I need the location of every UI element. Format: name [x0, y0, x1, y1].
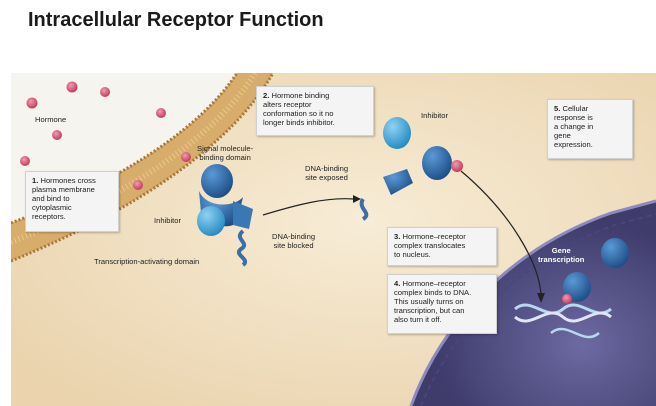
transcription-domain-label: Transcription-activating domain: [94, 257, 200, 266]
step-3-number: 3.: [394, 232, 401, 241]
dna-exposed-label-line-2: site exposed: [305, 173, 348, 182]
receptor-diagram: Hormone Signal molecule- binding domain …: [11, 73, 656, 406]
dna-helix: [514, 303, 612, 339]
inhibitor-left-label: Inhibitor: [154, 216, 182, 225]
hormone-label: Hormone: [35, 115, 67, 124]
gene-transcription-label: Gene transcription: [538, 246, 584, 264]
inhibitor-right-label: Inhibitor: [421, 111, 449, 120]
step-5-line-5: expression.: [554, 140, 593, 149]
receptor-active: [359, 117, 463, 221]
step-5-line-1: Cellular: [562, 104, 589, 113]
step-4-line-2: complex binds to DNA.: [394, 288, 472, 297]
receptor-inactive: [197, 164, 253, 267]
step-2-line-2: alters receptor: [263, 100, 312, 109]
step-1-line-4: cytoplasmic: [32, 203, 72, 212]
dna-exposed-label: DNA-binding site exposed: [305, 164, 348, 182]
dna-exposed-label-line-1: DNA-binding: [305, 164, 349, 173]
step-3-line-3: to nucleus.: [394, 250, 431, 259]
step-1-line-2: plasma membrane: [32, 185, 95, 194]
step-5-number: 5.: [554, 104, 561, 113]
dna-blocked-label: DNA-binding site blocked: [272, 232, 315, 250]
step-2-line-3: conformation so it no: [263, 109, 334, 118]
step-3-callout: 3. Hormone–receptor complex translocates…: [387, 227, 497, 266]
nucleus: [411, 201, 656, 406]
step-1-line-5: receptors.: [32, 212, 66, 221]
step-4-callout: 4. Hormone–receptor complex binds to DNA…: [387, 274, 497, 334]
step-3-line-2: complex translocates: [394, 241, 466, 250]
step-5-line-4: gene: [554, 131, 571, 140]
step-2-number: 2.: [263, 91, 270, 100]
step-2-line-4: longer binds inhibitor.: [263, 118, 335, 127]
receptor-on-dna: [562, 238, 629, 304]
step-4-line-3: This usually turns on: [394, 297, 464, 306]
step-4-line-1: Hormone–receptor: [402, 279, 466, 288]
gene-transcription-label-line-1: Gene: [551, 246, 571, 255]
hormone-molecules: [20, 81, 191, 190]
step-5-callout: 5. Cellular response is a change in gene…: [547, 99, 633, 159]
step-4-line-5: also turn it off.: [394, 315, 442, 324]
dna-blocked-label-line-2: site blocked: [273, 241, 314, 250]
step-3-line-1: Hormone–receptor: [402, 232, 466, 241]
step-2-line-1: Hormone binding: [271, 91, 330, 100]
signal-domain-label-line-1: Signal molecule-: [197, 144, 254, 153]
step-1-line-3: and bind to: [32, 194, 70, 203]
step-5-line-2: response is: [554, 113, 593, 122]
page-title: Intracellular Receptor Function: [28, 9, 324, 31]
step-5-line-3: a change in: [554, 122, 594, 131]
gene-transcription-label-line-2: transcription: [538, 255, 585, 264]
signal-domain-label: Signal molecule- binding domain: [197, 144, 253, 162]
step-4-line-4: transcription, but can: [394, 306, 465, 315]
dna-blocked-label-line-1: DNA-binding: [272, 232, 316, 241]
step-2-callout: 2. Hormone binding alters receptor confo…: [256, 86, 374, 136]
signal-domain-label-line-2: binding domain: [199, 153, 251, 162]
step-4-number: 4.: [394, 279, 401, 288]
step-1-callout: 1. Hormones cross plasma membrane and bi…: [25, 171, 119, 232]
step-1-number: 1.: [32, 176, 39, 185]
step-1-line-1: Hormones cross: [40, 176, 96, 185]
